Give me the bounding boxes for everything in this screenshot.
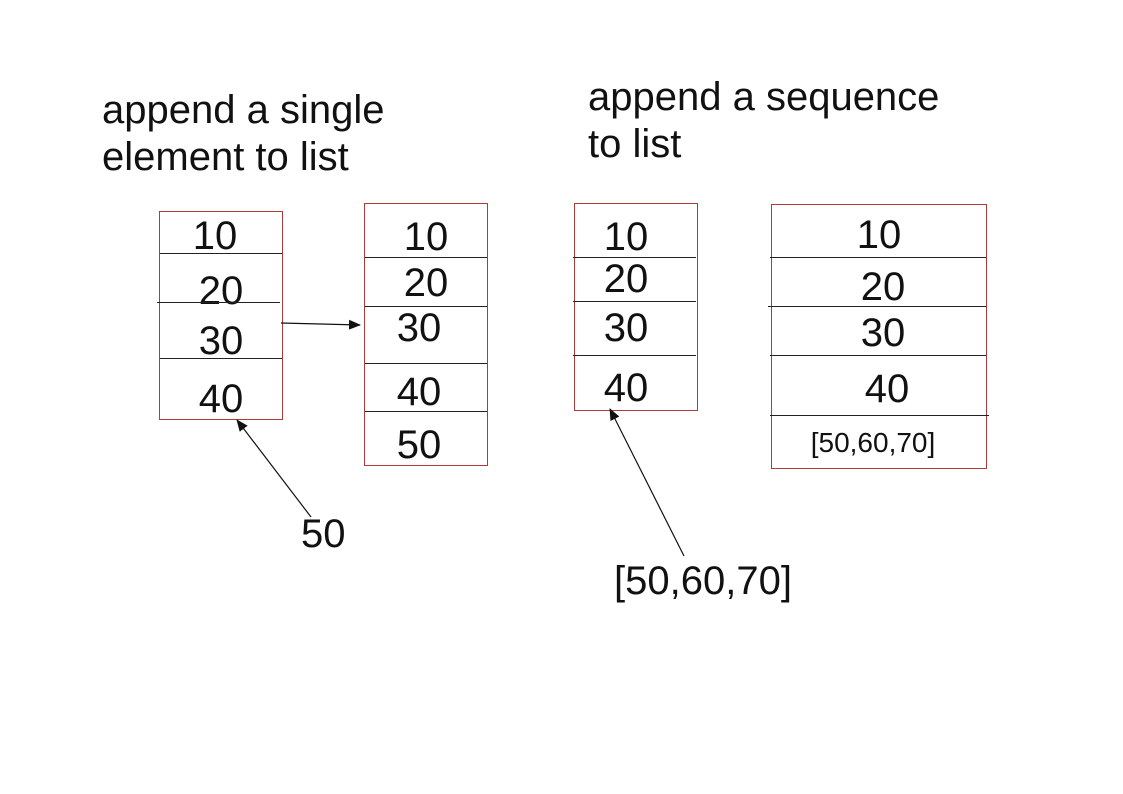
- heading-append-sequence: append a sequence to list: [588, 74, 939, 168]
- list-item: 20: [198, 269, 244, 313]
- arrow-list-transition: [280, 319, 361, 330]
- divider: [770, 257, 986, 258]
- divider: [770, 415, 989, 416]
- list-item: 10: [856, 213, 902, 257]
- list-item: 40: [396, 370, 442, 414]
- list-item: 50: [396, 423, 442, 467]
- list-item: 30: [860, 311, 906, 355]
- heading-append-single: append a single element to list: [102, 87, 384, 181]
- list-item: 40: [864, 367, 910, 411]
- heading-left-line-1: append a single: [102, 88, 385, 132]
- appended-single-value: 50: [301, 512, 346, 556]
- divider: [365, 257, 487, 258]
- list-item: 20: [403, 261, 449, 305]
- list-sequence-after: 10 20 30 40 [50,60,70]: [771, 204, 987, 469]
- list-item: 20: [603, 257, 649, 301]
- divider: [770, 355, 986, 356]
- heading-right-line-2: to list: [588, 122, 682, 166]
- list-item: 10: [192, 214, 238, 258]
- divider: [365, 363, 487, 364]
- divider: [768, 306, 986, 307]
- heading-left-line-2: element to list: [102, 135, 349, 179]
- list-item: 10: [403, 215, 449, 259]
- arrow-sequence-value: [609, 408, 685, 557]
- list-item: 10: [603, 215, 649, 259]
- divider: [160, 358, 282, 359]
- divider: [573, 355, 696, 356]
- divider: [157, 302, 280, 303]
- list-sequence-before: 10 20 30 40: [574, 203, 698, 411]
- list-item: 40: [603, 366, 649, 410]
- list-item: 20: [860, 265, 906, 309]
- arrow-single-value: [236, 419, 312, 518]
- list-item: 30: [603, 306, 649, 350]
- list-item: 30: [198, 319, 244, 363]
- list-single-before: 10 20 30 40: [159, 211, 283, 421]
- list-single-after: 10 20 30 40 50: [364, 203, 488, 467]
- divider: [573, 301, 696, 302]
- list-item: 40: [198, 377, 244, 421]
- appended-sequence-value: [50,60,70]: [614, 559, 792, 603]
- heading-right-line-1: append a sequence: [588, 75, 940, 119]
- list-item: 30: [396, 306, 442, 350]
- divider: [160, 253, 282, 254]
- divider: [365, 411, 487, 412]
- divider: [365, 306, 487, 307]
- list-item: [50,60,70]: [810, 427, 936, 458]
- divider: [573, 257, 696, 258]
